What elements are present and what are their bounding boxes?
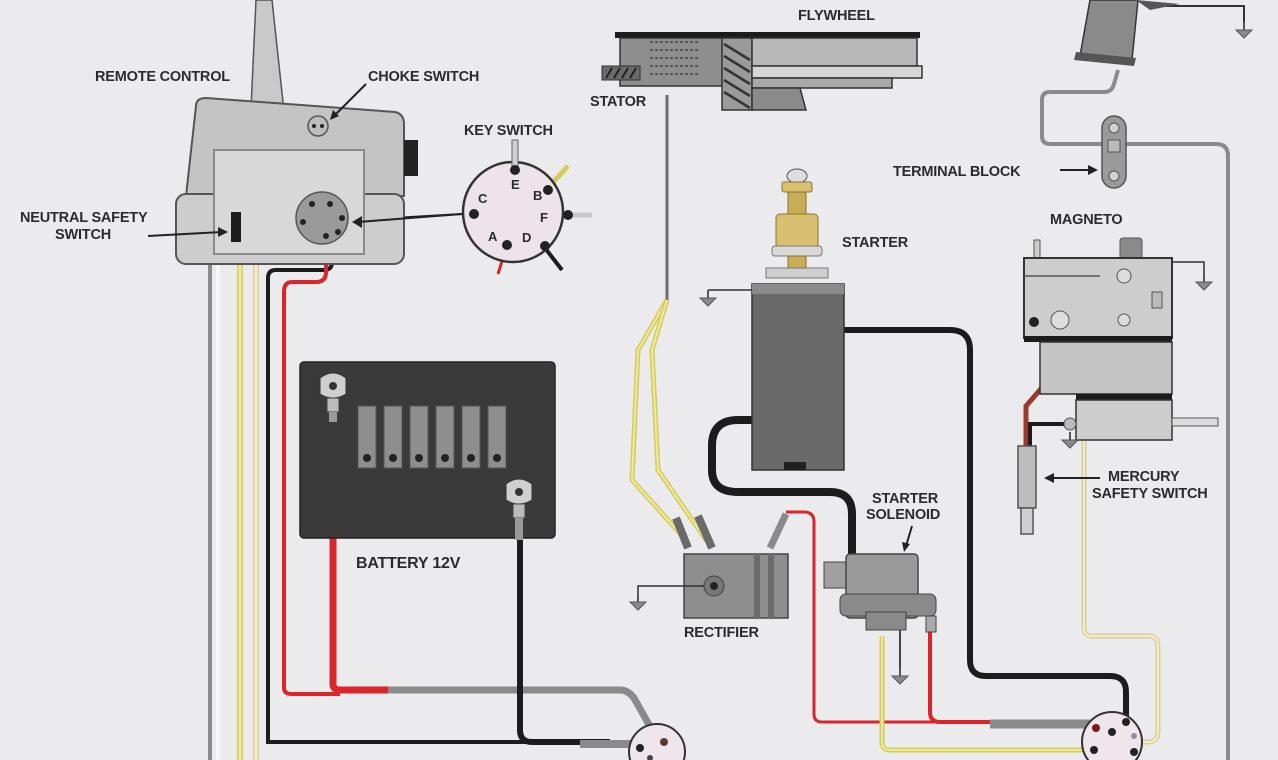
ground-icon [699,289,717,307]
pin-label-d: D [522,230,531,245]
wire-black-starter-solenoid [708,416,856,568]
wire-yellow-stator-2-core [650,299,707,541]
label-neutral-safety-2: SWITCH [55,227,111,243]
wire-yellow-stator-1 [629,298,688,542]
pin-label-b: B [533,188,542,203]
wire-black-ground [266,240,640,744]
pin-label-a: A [488,229,498,244]
wire-black-key-d [543,246,564,272]
battery-terminal-positive[interactable] [319,372,347,422]
battery-cell-cap [389,454,397,462]
wire-red-solenoid [928,632,1000,724]
label-solenoid-1: STARTER [872,491,939,507]
magneto[interactable] [1023,237,1219,441]
battery-cell-cap [363,454,371,462]
remote-control-connector[interactable] [295,191,349,245]
ground-icon [629,593,647,611]
battery-cell [461,405,481,469]
terminal-b[interactable] [543,185,553,195]
label-magneto: MAGNETO [1050,212,1122,228]
starter-solenoid[interactable] [823,553,937,633]
terminal-e[interactable] [510,165,520,175]
pin-label-c: C [478,191,488,206]
flywheel[interactable] [601,32,923,111]
battery-cell [409,405,429,469]
rectifier[interactable] [672,512,790,619]
remote-control-side-knob [404,140,418,176]
battery-terminal-negative[interactable] [505,478,533,540]
battery-cells [357,405,507,469]
label-flywheel: FLYWHEEL [798,8,875,24]
battery-cell [487,405,507,469]
harness-connector-right[interactable] [1081,711,1143,760]
battery-cell-cap [441,454,449,462]
wire-black-magneto [1028,422,1066,446]
wire-red-battery-positive [329,420,390,694]
battery-cell [383,405,403,469]
choke-switch-plug[interactable] [307,115,329,137]
wire-black-top-ground [1150,5,1245,22]
battery[interactable] [299,361,556,540]
terminal-block[interactable] [1101,115,1127,189]
label-solenoid-2: SOLENOID [866,507,940,523]
battery-cell [435,405,455,469]
wire-gray-terminal-block [1040,69,1230,760]
wire-black-battery-negative [517,540,610,745]
label-mercury-1: MERCURY [1108,469,1180,485]
pin-label-e: E [511,177,520,192]
mercury-safety-switch[interactable] [1017,445,1037,535]
label-choke-switch: CHOKE SWITCH [368,69,479,85]
label-terminal-block: TERMINAL BLOCK [893,164,1021,180]
wire-yellow-stator-2 [649,299,709,542]
battery-cell-cap [493,454,501,462]
label-neutral-safety-1: NEUTRAL SAFETY [20,210,148,226]
arrow-neutral-safety [147,231,223,237]
label-key-switch: KEY SWITCH [464,123,553,139]
battery-cell [357,405,377,469]
ignition-coil[interactable] [1074,0,1180,66]
harness-connector-left[interactable] [628,723,686,760]
label-stator: STATOR [590,94,647,110]
terminal-a[interactable] [502,240,512,250]
wire-yellow-stator-1-core [630,299,687,541]
arrow-choke-switch [333,83,367,117]
terminal-c[interactable] [469,209,479,219]
label-rectifier: RECTIFIER [684,625,759,641]
arrow-solenoid [905,525,913,547]
starter-motor[interactable] [751,168,845,471]
battery-cell-cap [467,454,475,462]
ground-icon [891,667,909,685]
remote-control[interactable] [175,0,418,265]
label-remote-control: REMOTE CONTROL [95,69,230,85]
key-switch[interactable]: E B C F A D [461,139,573,264]
pin-label-f: F [540,210,548,225]
terminal-d[interactable] [540,241,550,251]
label-battery: BATTERY 12V [356,555,461,572]
label-starter: STARTER [842,235,909,251]
ground-icon [1195,273,1213,291]
neutral-safety-switch[interactable] [231,212,241,242]
terminal-f[interactable] [563,210,573,220]
arrow-key-switch [357,213,463,223]
label-mercury-2: SAFETY SWITCH [1092,486,1208,502]
wire-red-ignition [282,238,340,696]
wire-gray-battery-cable [388,686,656,732]
battery-cell-cap [415,454,423,462]
ground-icon [1235,21,1253,39]
wire-yellow-solenoid [879,636,1090,753]
wire-red-rectifier [786,510,1000,724]
wire-tan-magneto-core [1083,340,1159,743]
wire-black-starter-main [842,327,1129,720]
wire-yellow-solenoid-core [881,636,1090,751]
